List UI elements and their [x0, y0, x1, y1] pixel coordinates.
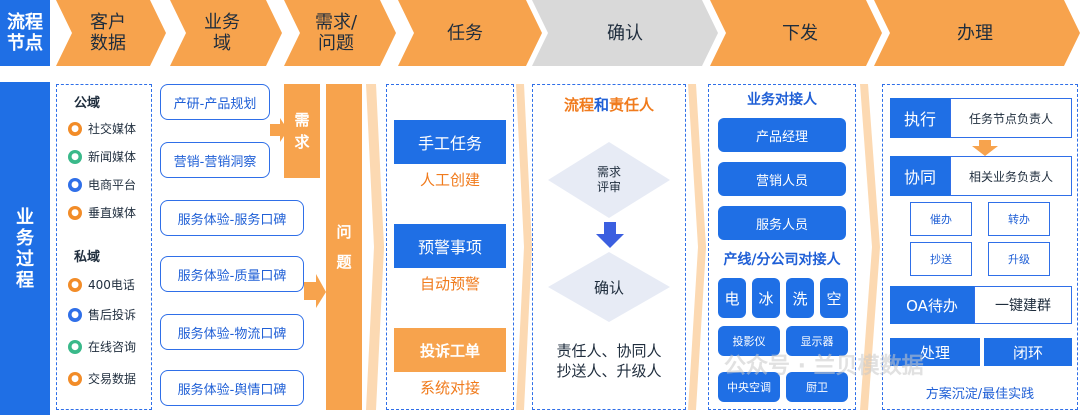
watermark: 公众号 · 兰贝模数据	[724, 354, 924, 379]
need-box: 需求	[284, 84, 320, 178]
domain-opinion-reputation: 服务体验-舆情口碑	[160, 370, 304, 406]
chevron-customer-data	[56, 0, 166, 66]
chevron-handle	[874, 0, 1080, 66]
chat-icon: ●	[68, 339, 82, 354]
domain-service-reputation: 服务体验-服务口碑	[160, 200, 304, 236]
channel-social: ●社交媒体	[68, 120, 136, 137]
line-contact-title: 产线/分公司对接人	[723, 252, 841, 268]
confirm-title: 流程和责任人	[563, 95, 655, 114]
confirm-label: 确认	[593, 278, 624, 297]
product-central-ac: 中央空调	[718, 372, 780, 402]
transaction-icon: ●	[68, 371, 82, 386]
chevron-business-domain	[170, 0, 282, 66]
down-arrow-icon	[596, 222, 624, 248]
coop-label: 协同	[890, 156, 950, 196]
close-loop-label: 闭环	[984, 338, 1072, 366]
task-alert: 预警事项	[394, 224, 506, 268]
action-urge: 催办	[910, 202, 972, 236]
channel-news: ●新闻媒体	[68, 148, 136, 165]
stage-demand-problem: 需求/问题	[314, 12, 358, 54]
task-complaint-sub: 系统对接	[419, 378, 480, 397]
domain-logistics-reputation: 服务体验-物流口碑	[160, 314, 304, 350]
handle-footer: 方案沉淀/最佳实践	[925, 386, 1035, 402]
exec-desc: 任务节点负责人	[950, 98, 1072, 138]
roles-line-1: 责任人、协同人	[556, 341, 662, 360]
task-manual-sub: 人工创建	[419, 170, 480, 189]
stage-handle: 办理	[957, 22, 993, 44]
action-cc: 抄送	[910, 242, 972, 276]
chevron-dispatch	[710, 0, 882, 66]
handle-down-arrow-icon	[972, 140, 998, 156]
separator-arrow-3	[688, 84, 706, 410]
domain-arrows	[270, 118, 326, 308]
confirm-diamond	[548, 252, 670, 322]
product-electric: 电	[718, 278, 746, 318]
problem-box: 问题	[326, 84, 362, 410]
stage-task: 任务	[447, 22, 483, 44]
channel-ecommerce: ●电商平台	[68, 176, 136, 193]
arrow-to-need	[270, 118, 288, 142]
channel-complaint: ●售后投诉	[68, 306, 136, 323]
customer-data-panel	[56, 84, 152, 410]
channel-400-phone: ●400电话	[68, 276, 135, 293]
coop-desc: 相关业务负责人	[950, 156, 1072, 196]
complaint-icon: ●	[68, 307, 82, 322]
stage-business-domain: 业务域	[204, 12, 240, 54]
product-washer: 洗	[786, 278, 814, 318]
chevron-confirm	[532, 0, 718, 66]
chevron-demand-problem	[284, 0, 396, 66]
task-complaint: 投诉工单	[394, 328, 506, 372]
channel-transaction: ●交易数据	[68, 370, 136, 387]
business-process-label: 业务过程	[0, 82, 50, 415]
product-fridge: 冰	[752, 278, 780, 318]
action-transfer: 转办	[988, 202, 1050, 236]
domain-quality-reputation: 服务体验-质量口碑	[160, 256, 304, 292]
stage-confirm: 确认	[607, 22, 643, 44]
private-domain-title: 私域	[74, 250, 101, 265]
public-domain-title: 公域	[74, 96, 101, 111]
product-projector: 投影仪	[718, 326, 780, 356]
channel-online: ●在线咨询	[68, 338, 136, 355]
stage-dispatch: 下发	[782, 22, 818, 44]
domain-marketing-insight: 营销-营销洞察	[160, 142, 270, 178]
product-kitchen: 厨卫	[786, 372, 848, 402]
task-manual: 手工任务	[394, 120, 506, 164]
separator-arrow-4	[860, 84, 880, 410]
review-label: 需求评审	[596, 165, 621, 194]
ecommerce-icon: ●	[68, 177, 82, 192]
dispatch-title: 业务对接人	[747, 92, 817, 108]
domain-product-planning: 产研-产品规划	[160, 84, 270, 120]
product-aircon: 空	[820, 278, 848, 318]
person-product-manager: 产品经理	[718, 118, 846, 152]
social-media-icon: ●	[68, 121, 82, 136]
roles-line-2: 抄送人、升级人	[556, 361, 662, 380]
separator-arrow-2	[516, 84, 532, 410]
action-escalate: 升级	[988, 242, 1050, 276]
arrow-to-problem	[304, 274, 326, 308]
oa-todo: OA待办	[890, 286, 974, 324]
vertical-media-icon: ●	[68, 205, 82, 220]
process-node-label: 流程节点	[0, 0, 50, 66]
stage-chevron-bar	[56, 0, 1080, 66]
person-service: 服务人员	[718, 206, 846, 240]
chevron-task	[398, 0, 542, 66]
task-alert-sub: 自动预警	[419, 274, 480, 293]
stage-customer-data: 客户数据	[90, 12, 126, 54]
review-diamond	[548, 142, 670, 218]
person-marketing: 营销人员	[718, 162, 846, 196]
exec-label: 执行	[890, 98, 950, 138]
channel-vertical: ●垂直媒体	[68, 204, 136, 221]
one-click-group: 一键建群	[974, 286, 1072, 324]
separator-arrow-1	[366, 84, 384, 410]
news-media-icon: ●	[68, 149, 82, 164]
product-monitor: 显示器	[786, 326, 848, 356]
process-label: 处理	[890, 338, 980, 366]
phone-icon: ●	[68, 277, 82, 292]
